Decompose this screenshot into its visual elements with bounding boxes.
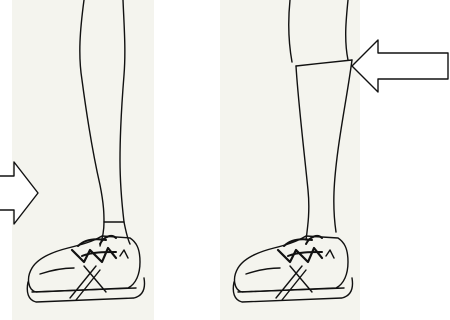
leg-with-long-sock-panel — [220, 0, 360, 320]
arrow-left-icon — [350, 36, 450, 96]
arrow-right-icon — [0, 158, 40, 228]
leg-with-long-sock-drawing — [220, 0, 360, 320]
